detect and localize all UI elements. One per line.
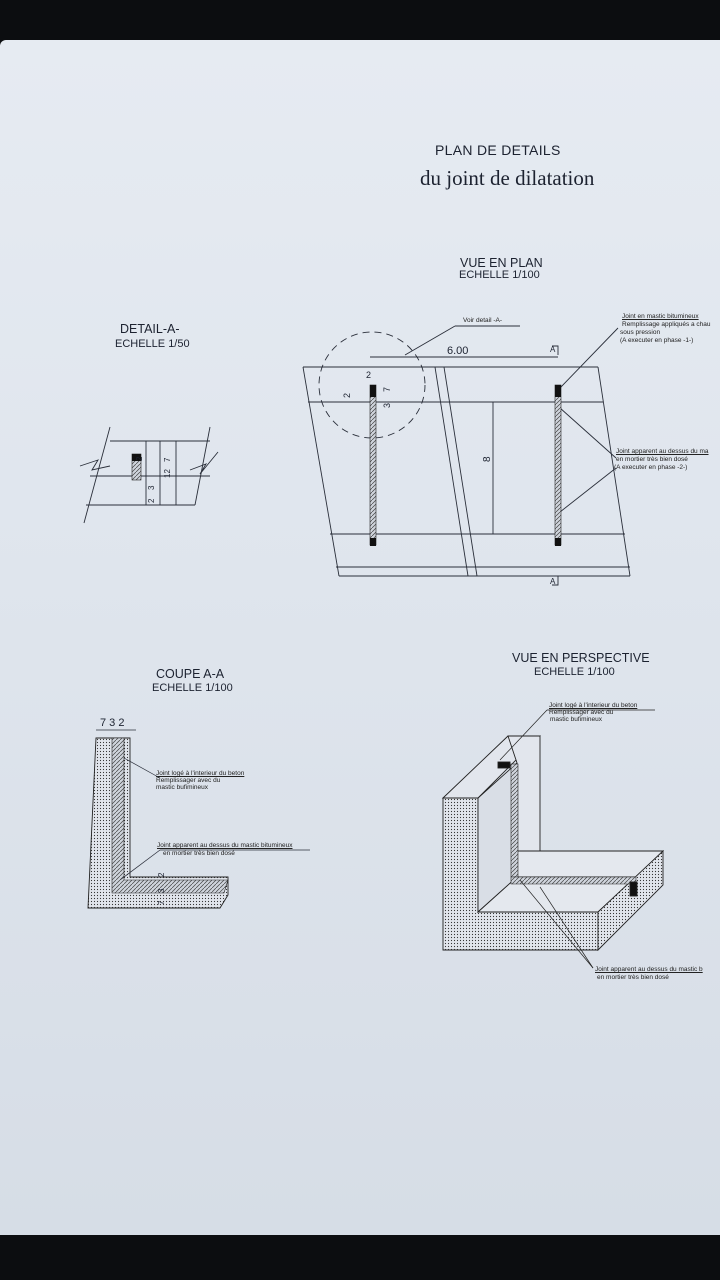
plan-joint-left: [369, 384, 377, 546]
persp-note1-l2: Remplissager avec du: [549, 709, 614, 716]
detail-dim-4: 3: [147, 485, 156, 490]
coupe-note2-l1: Joint apparent au dessus du mastic bitum…: [157, 842, 293, 849]
persp-note1-l1: Joint logé à l'interieur du beton: [549, 702, 638, 709]
plan-note1-l2: Remplissage appliqués a chau: [622, 321, 711, 328]
detail-a-heading: DETAIL-A-: [120, 322, 180, 336]
persp-note2-l2: en mortier très bien dosé: [597, 974, 669, 981]
coupe-dim-v2: 3: [157, 888, 166, 893]
coupe-dim-v3: 7: [157, 900, 166, 905]
vue-en-plan-heading: VUE EN PLAN: [460, 256, 543, 270]
plan-dim-a: 2: [342, 393, 352, 398]
coupe-note1-l2: Remplissager avec du: [156, 777, 221, 784]
coupe-note1-l3: mastic bufimineux: [156, 784, 209, 791]
detail-dim-5: 12: [163, 469, 172, 478]
plan-note1-l1: Joint en mastic bitumineux: [622, 313, 699, 320]
detail-a-scale: ECHELLE 1/50: [115, 338, 190, 350]
plan-joint-right-cap-bottom: [555, 538, 561, 546]
plan-note1-l4: (A executer en phase -1-): [620, 337, 694, 344]
perspective-heading: VUE EN PERSPECTIVE: [512, 651, 650, 665]
detail-a-drawing: [79, 426, 219, 524]
perspective-scale: ECHELLE 1/100: [534, 666, 615, 678]
detail-dim-1: 2: [135, 456, 144, 461]
vue-en-plan-scale: ECHELLE 1/100: [459, 269, 540, 281]
plan-joint-right: [554, 384, 562, 546]
plan-joint-left-cap-bottom: [370, 538, 376, 546]
plan-dim-c: 3: [382, 403, 392, 408]
plan-joint-left-cap-top: [370, 385, 376, 397]
detail-dim-2: 7: [163, 457, 172, 462]
coupe-drawing: [87, 729, 310, 909]
plan-view: [302, 325, 631, 586]
detail-joint-cap: [132, 454, 141, 461]
coupe-dims-top: 7 3 2: [100, 717, 124, 729]
plan-dim-600: 6.00: [447, 345, 468, 357]
coupe-note2-l2: en mortier très bien dosé: [163, 850, 235, 857]
persp-note1-l3: mastic bufimineux: [550, 716, 603, 723]
plan-note2-l2: en mortier très bien dosé: [616, 456, 688, 463]
drawing-title: PLAN DE DETAILS: [435, 142, 561, 158]
section-mark-bottom: A: [550, 577, 556, 586]
plan-dim-d: 7: [382, 387, 392, 392]
coupe-note1-l1: Joint logé à l'interieur du beton: [156, 770, 245, 777]
coupe-dim-v1: 2: [157, 872, 166, 877]
plan-note2-l1: Joint apparent au dessus du ma: [616, 448, 709, 455]
coupe-scale: ECHELLE 1/100: [152, 682, 233, 694]
detail-dim-3: 2: [147, 498, 156, 503]
persp-note2-l1: Joint apparent au dessus du mastic b: [595, 966, 703, 973]
plan-note2-l3: (A executer en phase -2-): [614, 464, 688, 471]
coupe-heading: COUPE A-A: [156, 667, 225, 681]
plan-dim-8: 8: [482, 456, 493, 462]
voir-detail-label: Voir detail -A-: [463, 317, 503, 324]
plan-dim-b: 2: [366, 370, 371, 380]
drawing-subtitle: du joint de dilatation: [420, 166, 595, 190]
plan-joint-right-cap-top: [555, 385, 561, 397]
plan-note1-l3: sous pression: [620, 329, 661, 336]
perspective-drawing: [441, 709, 665, 969]
drawing-sheet: [0, 40, 720, 1235]
section-mark-top: A: [550, 345, 556, 354]
